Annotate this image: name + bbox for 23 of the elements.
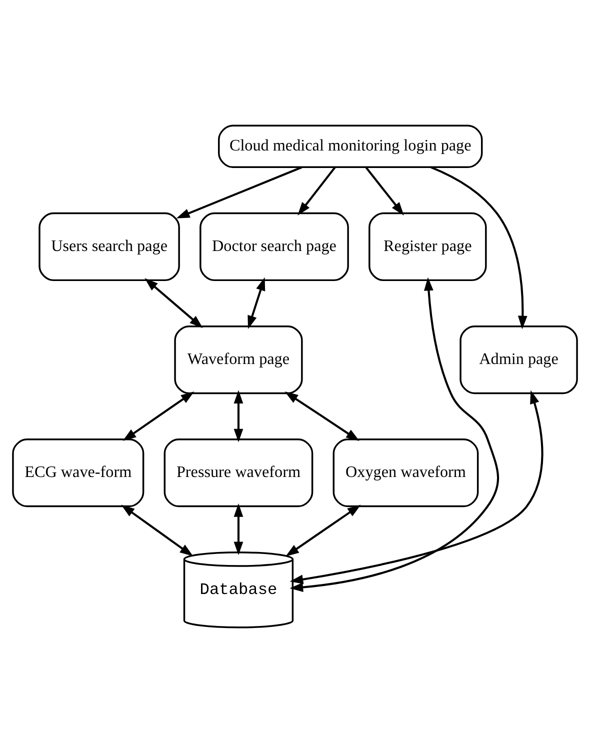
arrow [290,390,544,584]
node-box: Users search page [38,212,180,281]
node-box: Doctor search page [200,212,349,281]
arrow [365,166,404,215]
arrow [290,276,500,592]
arrow [144,278,203,328]
node-box: Cloud medical monitoring login page [218,124,483,168]
arrow [122,390,194,440]
node-box: Oxygen waveform [332,438,479,507]
arrow [248,276,266,329]
arrow [284,391,360,441]
node-box: Register page [368,212,487,281]
arrow [176,166,302,218]
node-box: ECG wave-form [12,438,144,507]
arrow [234,390,244,442]
arrow [234,502,244,555]
arrow [298,166,336,215]
arrow [286,504,361,556]
node-box: Waveform page [174,324,303,394]
arrow [430,166,528,329]
arrow [121,504,194,556]
node-box: Pressure waveform [164,438,314,507]
node-box: Admin page [460,324,578,394]
